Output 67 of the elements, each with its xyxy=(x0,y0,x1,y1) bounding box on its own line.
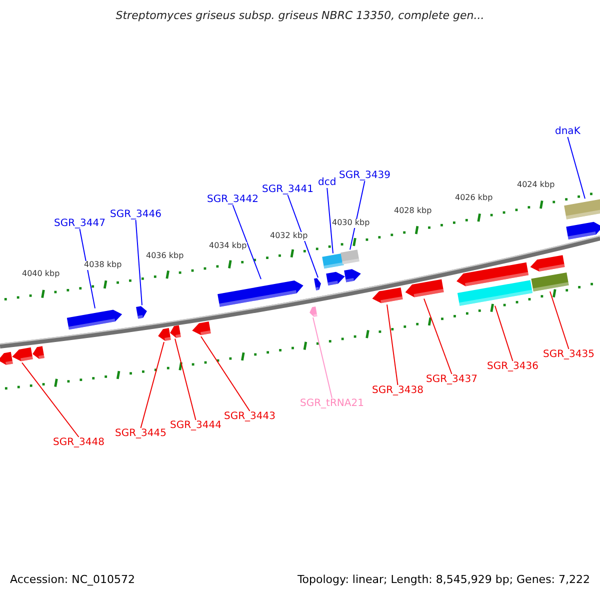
leader-line xyxy=(350,180,366,250)
gene-label: SGR_3439 xyxy=(339,170,390,181)
gene-label: dcd xyxy=(318,177,336,188)
gene-feature xyxy=(218,280,304,307)
gene-label: SGR_tRNA21 xyxy=(300,398,364,409)
gene-feature xyxy=(170,325,181,338)
title: Streptomyces griseus subsp. griseus NBRC 13350, complete gen... xyxy=(116,10,484,22)
scale-label: 4034 kbp xyxy=(209,242,247,251)
leader-line xyxy=(200,336,250,412)
leader-line xyxy=(22,362,80,438)
gene-feature xyxy=(0,352,13,365)
leader-line xyxy=(140,341,164,428)
gene-feature xyxy=(340,250,360,264)
gene-label: SGR_3445 xyxy=(115,428,166,439)
gene-feature xyxy=(566,222,600,240)
gene-label: SGR_3436 xyxy=(487,361,538,372)
leader-line xyxy=(312,317,332,398)
gene-label: SGR_3446 xyxy=(110,209,162,220)
gene-feature xyxy=(158,328,171,341)
gene-feature xyxy=(456,262,529,286)
gene-label: SGR_3435 xyxy=(543,349,594,360)
gene-label: SGR_3443 xyxy=(224,411,276,422)
leader-line xyxy=(567,136,586,200)
gene-label: SGR_3437 xyxy=(426,374,478,385)
gene-label: SGR_3442 xyxy=(207,194,258,205)
gene-feature xyxy=(310,306,318,317)
gene-feature xyxy=(564,198,600,220)
leader-line xyxy=(494,305,514,362)
scale-label: 4040 kbp xyxy=(22,270,60,279)
scale-label: 4026 kbp xyxy=(455,194,493,203)
gene-feature xyxy=(314,278,321,290)
gene-feature xyxy=(405,279,444,298)
scale-label: 4024 kbp xyxy=(517,181,555,190)
footer-text: Accession: NC_010572 xyxy=(10,574,136,586)
scale-label: 4038 kbp xyxy=(84,261,122,270)
gene-feature xyxy=(457,280,533,306)
leader-line xyxy=(326,188,334,254)
scale-label: 4036 kbp xyxy=(146,252,184,261)
leader-line xyxy=(232,204,262,280)
gene-feature xyxy=(531,272,569,292)
gene-feature xyxy=(192,322,211,336)
leader-line xyxy=(424,298,452,374)
gene-label: SGR_3447 xyxy=(54,218,106,229)
gene-label: SGR_3444 xyxy=(170,420,222,431)
gene-label: SGR_3438 xyxy=(372,385,424,396)
scale-label: 4032 kbp xyxy=(270,232,308,241)
leader-line xyxy=(386,304,398,386)
leader-line xyxy=(135,220,142,306)
footer-text: Topology: linear; Length: 8,545,929 bp; Genes: 7,222 xyxy=(297,574,590,586)
gene-feature xyxy=(66,310,122,330)
gene-feature xyxy=(326,272,345,286)
gene-feature xyxy=(136,306,147,319)
scale-label: 4028 kbp xyxy=(394,207,432,216)
scale-label: 4030 kbp xyxy=(332,219,370,228)
leader-line xyxy=(287,194,318,278)
gene-feature xyxy=(322,253,344,269)
gene-label: dnaK xyxy=(555,126,580,137)
gene-feature xyxy=(12,347,33,362)
gene-feature xyxy=(372,287,403,304)
gene-label: SGR_3448 xyxy=(53,437,104,448)
gene-feature xyxy=(530,255,565,272)
gene-feature xyxy=(344,269,361,282)
gene-feature xyxy=(32,346,44,359)
leader-line xyxy=(79,228,96,309)
leader-line xyxy=(174,338,196,420)
leader-line xyxy=(550,291,570,350)
gene-label: SGR_3441 xyxy=(262,184,314,195)
